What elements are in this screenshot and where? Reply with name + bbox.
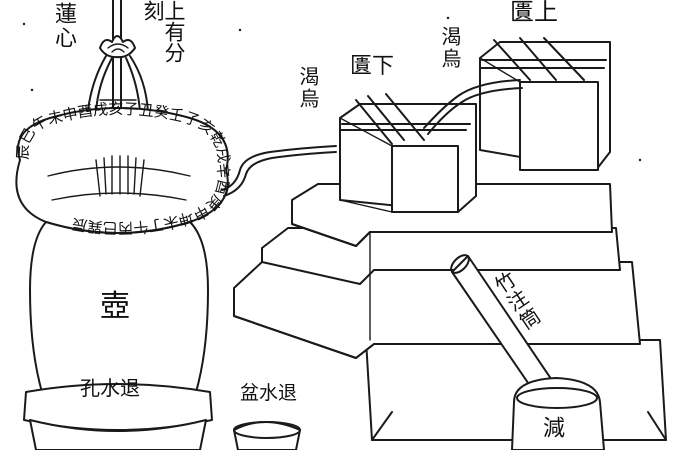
- outflow-basin-label: 退水盆: [240, 382, 298, 404]
- lotus-flower: [99, 35, 136, 59]
- dial-disc: [15, 107, 229, 234]
- siphon-tube-left: [221, 145, 337, 191]
- scale-label: 上有分刻: [141, 0, 186, 63]
- upper-cabinet-label: 上匱: [510, 0, 558, 26]
- pot-base-bowl: [23, 383, 213, 450]
- siphon-left-label: 渴烏: [296, 66, 320, 110]
- upper-cabinet: [479, 37, 611, 171]
- reducer-jar: [511, 377, 605, 450]
- stepped-platform: [233, 183, 667, 441]
- pot-label: 壺: [100, 289, 130, 324]
- reducer-label: 減: [539, 416, 564, 440]
- dial-hatching: [95, 155, 145, 197]
- print-specks: [22, 16, 642, 162]
- outflow-basin: [233, 421, 301, 450]
- siphon-tube-right: [423, 79, 521, 129]
- lower-cabinet: [339, 93, 477, 213]
- siphon-right-label: 渴烏: [438, 26, 462, 70]
- outflow-hole-label: 退水孔: [80, 376, 140, 400]
- lotus-heart-label: 蓮心: [51, 2, 76, 50]
- lower-cabinet-label: 下匱: [350, 54, 395, 79]
